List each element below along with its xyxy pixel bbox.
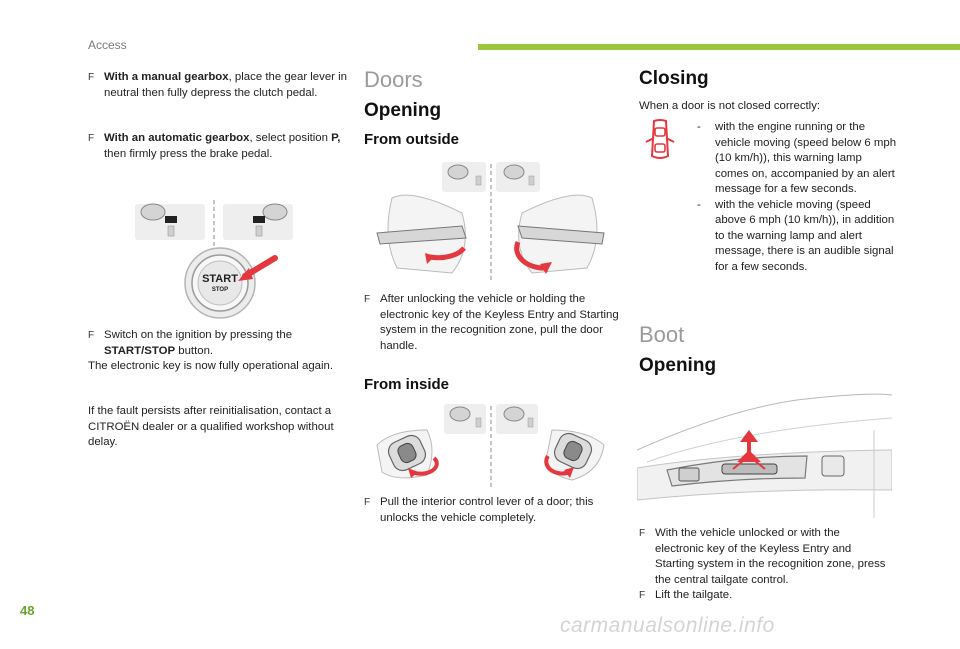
key-operational-text: The electronic key is now fully operatio… — [88, 360, 334, 372]
outside-handle-illustration — [372, 158, 612, 283]
from-inside-title: From inside — [364, 376, 450, 393]
boot-instruction-text: Lift the tailgate. — [655, 589, 733, 601]
page-number: 48 — [20, 603, 35, 618]
gear-position: P, — [331, 132, 341, 144]
bullet-icon: F — [88, 133, 95, 144]
header-section-label: Access — [88, 38, 127, 52]
bullet-icon: F — [88, 330, 95, 341]
closing-intro: When a door is not closed correctly: — [639, 100, 821, 112]
boot-section-title: Boot — [639, 322, 685, 347]
doors-section-title: Doors — [364, 67, 423, 92]
bullet-icon: F — [364, 294, 371, 305]
automatic-gearbox-text-a: , select position — [249, 132, 332, 144]
from-outside-instruction: F After unlocking the vehicle or holding … — [364, 292, 625, 354]
stop-label: STOP — [212, 287, 228, 293]
manual-gearbox-text: , place the gear lever in neutral then f… — [104, 71, 347, 99]
closing-warning-text: with the engine running or the vehicle m… — [715, 121, 897, 195]
from-outside-text: After unlocking the vehicle or holding t… — [380, 293, 619, 352]
boot-instruction-item: F Lift the tailgate. — [639, 588, 889, 604]
automatic-gearbox-text-b: then firmly press the brake pedal. — [104, 147, 273, 160]
closing-warning-list: - with the engine running or the vehicle … — [697, 120, 897, 275]
header-accent-bar — [478, 44, 960, 50]
closing-warning-item: - with the vehicle moving (speed above 6 … — [697, 198, 897, 276]
watermark-text: carmanualsonline.info — [560, 614, 775, 637]
bullet-icon: F — [364, 497, 371, 508]
dash-marker: - — [697, 198, 701, 211]
boot-opening-title: Opening — [639, 355, 717, 376]
manual-gearbox-instruction: F With a manual gearbox, place the gear l… — [88, 70, 354, 101]
closing-warning-item: - with the engine running or the vehicle … — [697, 120, 897, 198]
boot-instructions: F With the vehicle unlocked or with the e… — [639, 526, 889, 604]
automatic-gearbox-bold: With an automatic gearbox — [104, 132, 250, 144]
inside-lever-illustration — [372, 400, 612, 490]
from-inside-text: Pull the interior control lever of a doo… — [380, 496, 594, 524]
start-label: START — [202, 273, 238, 285]
bullet-icon: F — [88, 72, 95, 83]
switch-on-text-b: button. — [175, 344, 214, 357]
start-stop-bold: START/STOP — [104, 344, 176, 357]
bullet-icon: F — [639, 590, 646, 601]
from-inside-instruction: F Pull the interior control lever of a do… — [364, 495, 625, 526]
start-stop-illustration: START STOP — [135, 196, 305, 321]
dash-marker: - — [697, 121, 701, 133]
doors-opening-title: Opening — [364, 100, 442, 121]
bullet-icon: F — [639, 528, 646, 539]
boot-instruction-text: With the vehicle unlocked or with the el… — [655, 527, 886, 586]
fault-persists-text: If the fault persists after reinitialisa… — [88, 405, 334, 448]
closing-warning-text: with the vehicle moving (speed above 6 m… — [715, 198, 895, 273]
from-outside-title: From outside — [364, 131, 460, 148]
manual-gearbox-bold: With a manual gearbox — [104, 71, 229, 83]
automatic-gearbox-instruction: F With an automatic gearbox, select posit… — [88, 131, 354, 162]
switch-on-text-a: Switch on the ignition by pressing the — [104, 329, 293, 341]
closing-title: Closing — [639, 68, 709, 89]
boot-instruction-item: F With the vehicle unlocked or with the e… — [639, 526, 889, 588]
tailgate-illustration — [637, 390, 892, 520]
door-open-warning-icon — [644, 118, 676, 162]
